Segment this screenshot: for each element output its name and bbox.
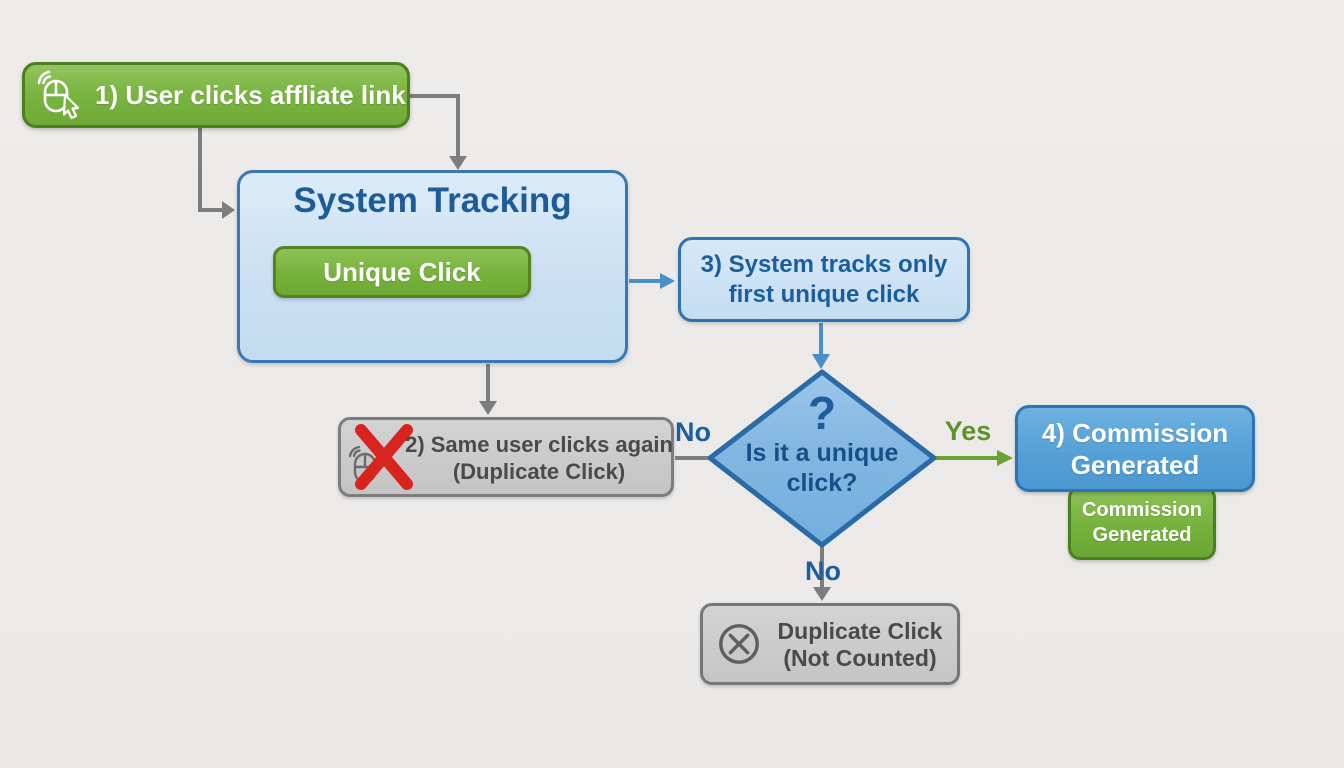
edge-decision-to-duplicate — [813, 546, 831, 601]
step4-line2: Generated — [1070, 449, 1200, 480]
node-unique-click: Unique Click — [273, 246, 531, 298]
node-step3-tracks-unique: 3) System tracks only first unique click — [678, 237, 970, 322]
step2-line2: (Duplicate Click) — [452, 459, 626, 484]
node-step2-duplicate-click: 2) Same user clicks again (Duplicate Cli… — [338, 417, 674, 497]
node-commission-tag: Commission Generated — [1068, 486, 1216, 560]
mouse-blocked-icon — [343, 420, 421, 498]
node-system-tracking: System Tracking Unique Click — [237, 170, 628, 363]
edge-step3-to-decision — [812, 323, 830, 369]
duplicate-line1: Duplicate Click — [777, 618, 943, 644]
label-no-left: No — [675, 417, 711, 447]
duplicate-line2: (Not Counted) — [783, 645, 937, 671]
step2-line1: 2) Same user clicks again — [405, 432, 673, 457]
red-x-icon — [355, 424, 413, 490]
decision-diamond — [707, 369, 937, 548]
edge-decision-to-step4 — [933, 450, 1013, 466]
commission-line2: Generated — [1092, 524, 1192, 546]
system-tracking-title: System Tracking — [293, 181, 572, 220]
label-yes: Yes — [944, 416, 992, 446]
label-no-bottom: No — [805, 556, 841, 586]
step4-line1: 4) Commission — [1041, 417, 1229, 448]
step3-line2: first unique click — [728, 280, 920, 308]
edge-tracking-to-step2 — [479, 364, 497, 415]
mouse-click-icon — [37, 70, 80, 120]
circle-x-icon — [716, 621, 762, 667]
node-step1-user-clicks-link: 1) User clicks affliate link — [22, 62, 410, 128]
edge-step1-to-tracking-top — [410, 94, 467, 170]
step3-line1: 3) System tracks only — [700, 250, 948, 278]
commission-line1: Commission — [1081, 499, 1203, 521]
unique-click-label: Unique Click — [323, 256, 481, 287]
edge-step1-to-tracking-left — [198, 128, 235, 219]
node-duplicate-not-counted: Duplicate Click (Not Counted) — [700, 603, 960, 685]
edge-tracking-to-step3 — [629, 273, 675, 289]
node-step4-commission: 4) Commission Generated — [1015, 405, 1255, 492]
step1-label: 1) User clicks affliate link — [95, 79, 406, 110]
